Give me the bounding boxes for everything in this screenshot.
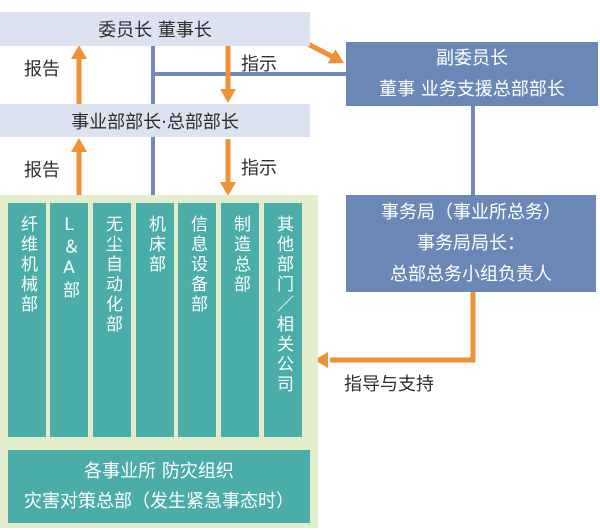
dept-column-manufacturing-hq: 制造总部 xyxy=(221,203,259,437)
arrow-diagonal-head xyxy=(327,49,344,64)
arrow-diagonal-shaft xyxy=(306,41,335,60)
arrow-instruct-mid-head xyxy=(220,182,236,196)
dept-column-textile-machinery: 纤维机械部 xyxy=(8,203,46,437)
dept-column-cleanroom-automation: 无尘自动化部 xyxy=(93,203,131,437)
disaster-response-box: 各事业所 防灾组织 灾害对策总部（发生紧急事态时） xyxy=(8,450,310,523)
arrow-guidance-shaft xyxy=(330,292,476,363)
division-managers-box: 事业部部长·总部部长 xyxy=(0,104,310,137)
vice-chairman-line2: 董事 业务支援总部部长 xyxy=(379,79,565,100)
secretariat-line2: 事务局局长： xyxy=(417,233,525,254)
vice-chairman-line1: 副委员长 xyxy=(436,48,508,69)
arrow-guidance-head xyxy=(314,352,328,368)
arrow-instruct-top-head xyxy=(220,89,236,103)
business-sites-panel: 纤维机械部 L＆A部 无尘自动化部 机床部 信息设备部 制造总部 其他部门／相关… xyxy=(0,195,318,528)
disaster-response-line2: 灾害对策总部（发生紧急事态时） xyxy=(24,490,294,512)
chairman-label: 委员长 董事长 xyxy=(98,20,212,41)
dept-column-information-equipment: 信息设备部 xyxy=(178,203,216,437)
instruct-label-top: 指示 xyxy=(241,54,277,75)
division-managers-label: 事业部部长·总部部长 xyxy=(71,111,239,133)
dept-column-l-and-a: L＆A部 xyxy=(50,203,88,437)
guidance-label: 指导与支持 xyxy=(344,374,434,395)
dept-column-other-related-companies: 其他部门／相关公司 xyxy=(264,203,302,437)
chairman-box: 委员长 董事长 xyxy=(0,12,310,46)
instruct-label-mid: 指示 xyxy=(241,158,277,179)
disaster-response-line1: 各事业所 防灾组织 xyxy=(84,460,234,482)
report-label-mid: 报告 xyxy=(24,160,60,181)
secretariat-line1: 事务局（事业所总务） xyxy=(381,202,561,223)
arrow-report-mid-head xyxy=(71,138,87,152)
arrow-report-top-head xyxy=(71,45,87,59)
secretariat-line3: 总部总务小组负责人 xyxy=(390,264,552,285)
dept-column-machine-tools: 机床部 xyxy=(136,203,174,437)
report-label-top: 报告 xyxy=(24,59,60,80)
secretariat-box: 事务局（事业所总务） 事务局局长： 总部总务小组负责人 xyxy=(346,195,596,292)
vice-chairman-box: 副委员长 董事 业务支援总部部长 xyxy=(346,42,598,106)
